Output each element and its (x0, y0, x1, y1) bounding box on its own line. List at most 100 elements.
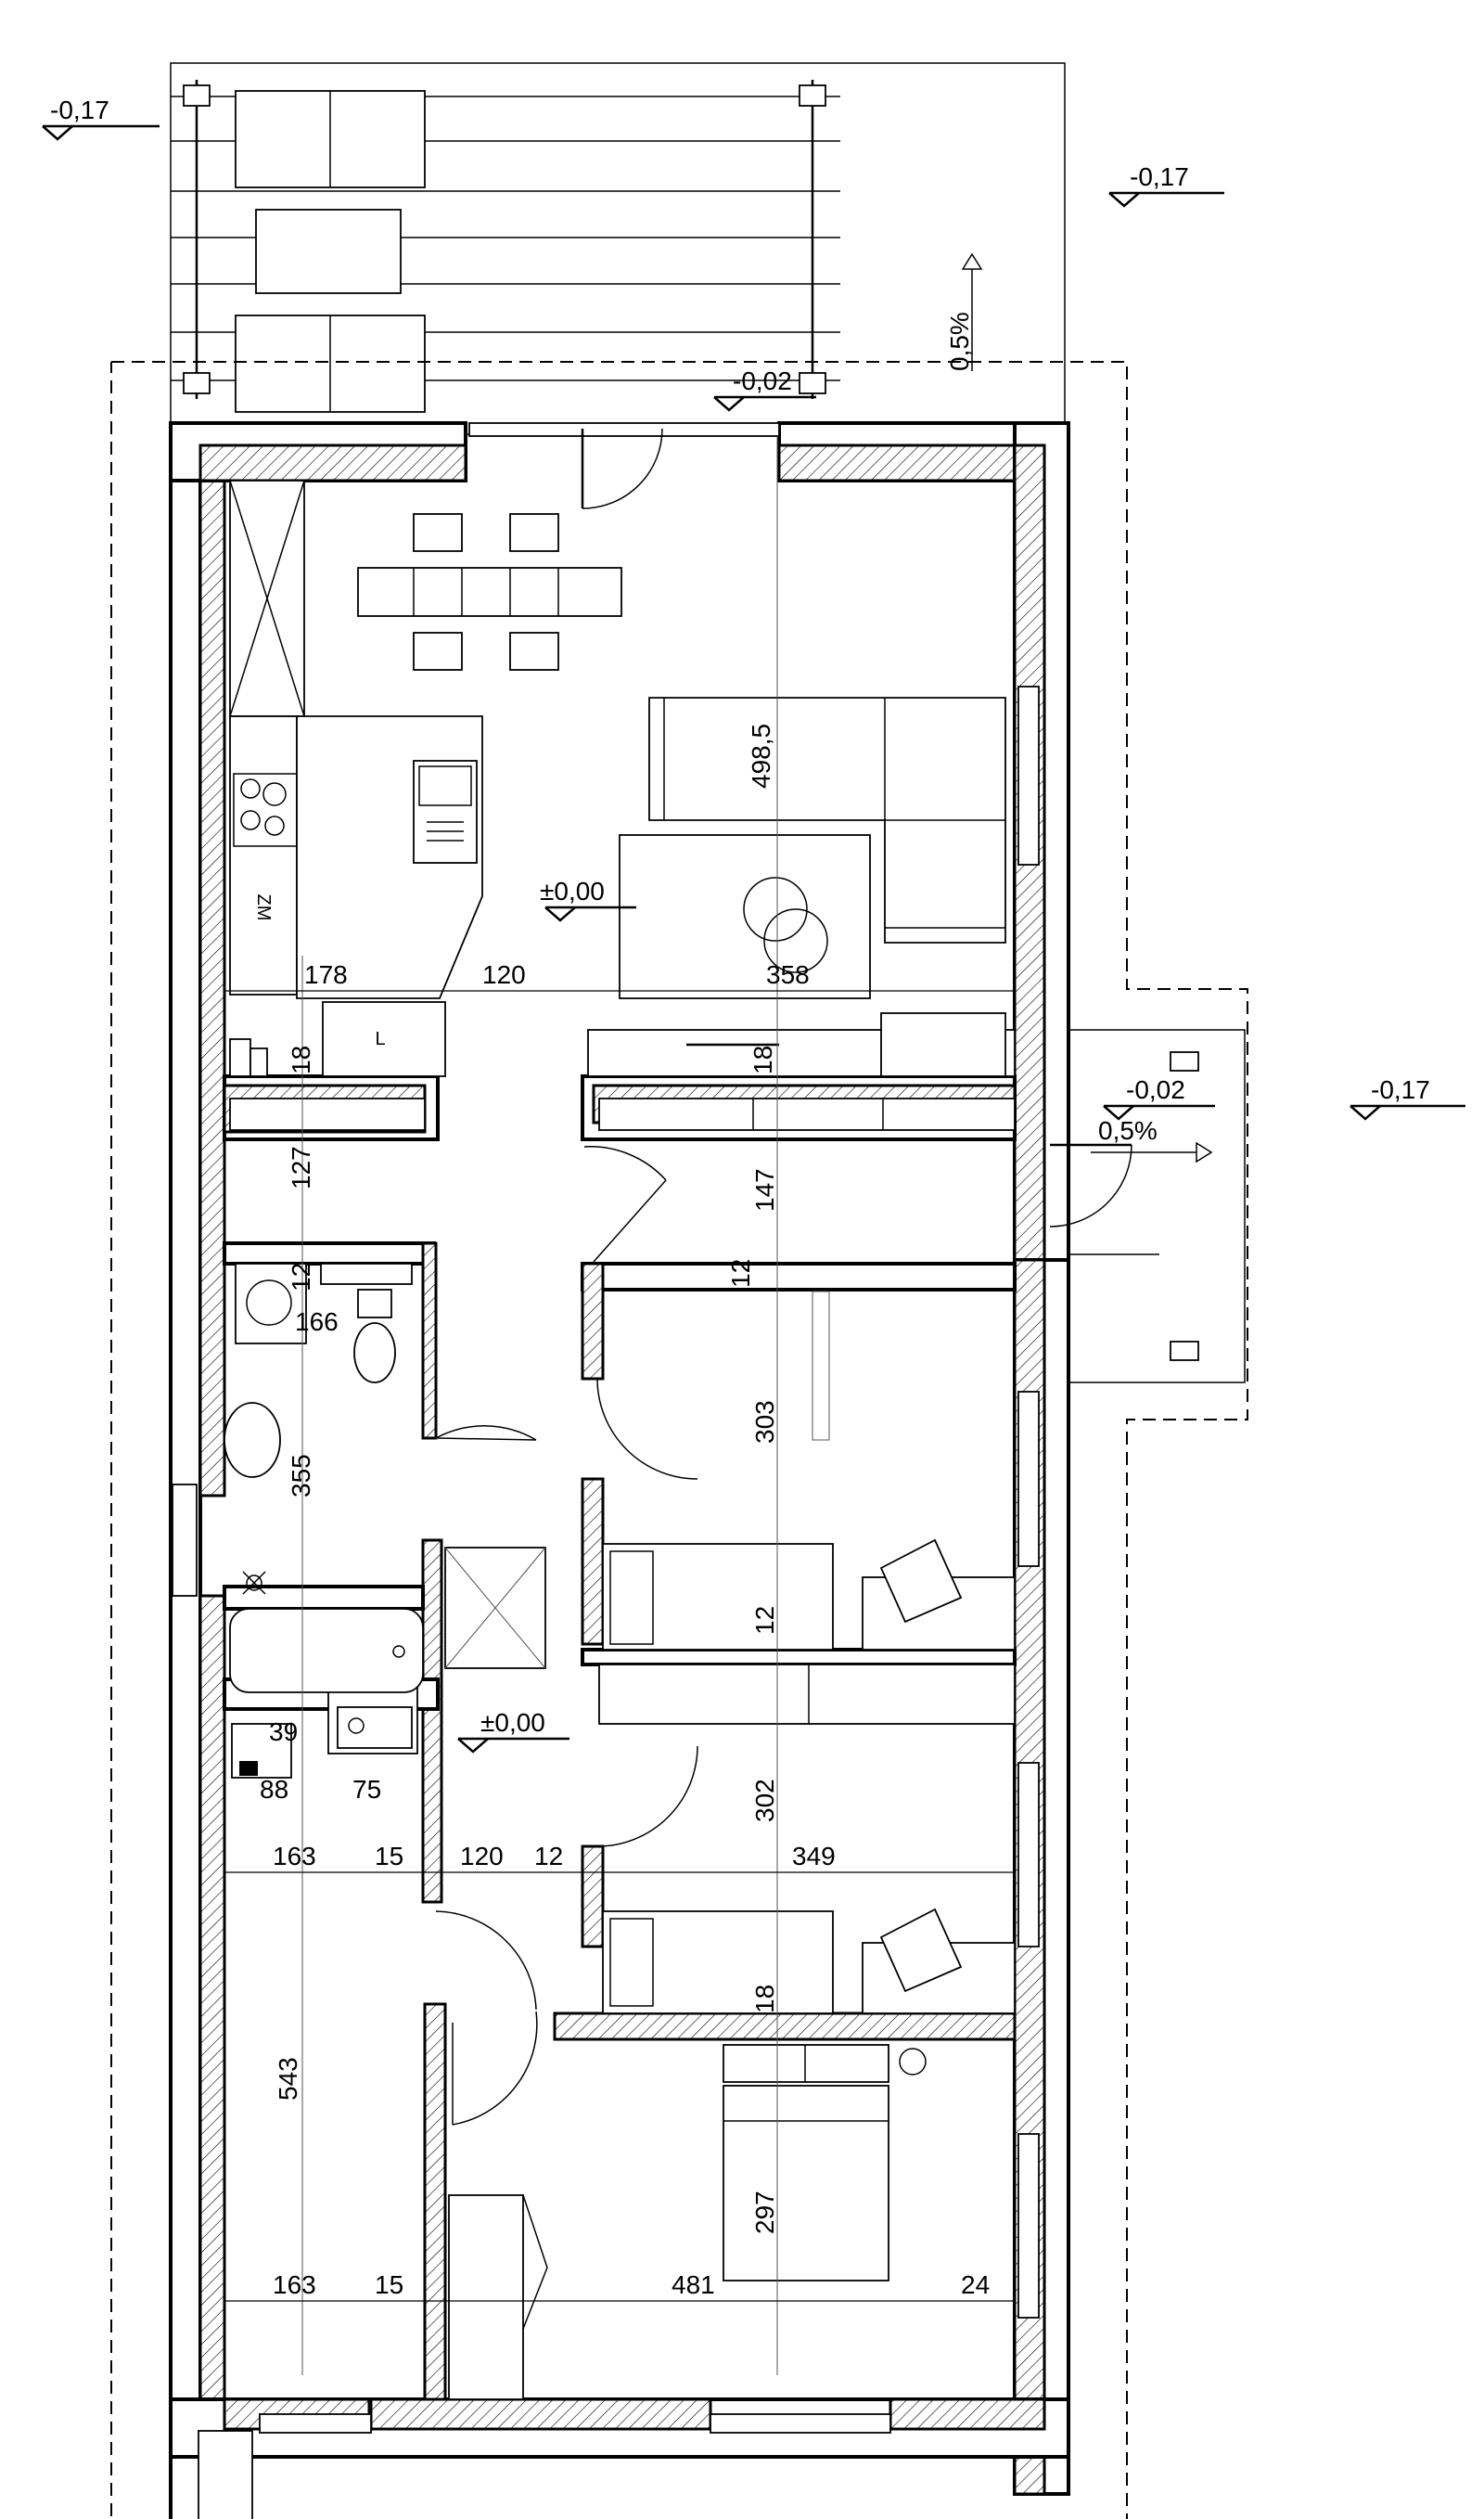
dim-wall-18b: 18 (748, 1046, 777, 1074)
porch-post (1170, 1341, 1199, 1361)
svg-text:±0,00: ±0,00 (540, 877, 605, 906)
dim-wall-15b: 15 (375, 2270, 403, 2299)
boiler (337, 1706, 413, 1749)
dim-closet-depth: 127 (287, 1146, 315, 1189)
dim-bedroom3-depth: 297 (750, 2191, 779, 2234)
sink (413, 760, 478, 864)
slope-terrace: 0,5% (945, 252, 983, 371)
bedroom-2 (602, 1908, 1016, 2014)
wardrobe (448, 2194, 524, 2400)
dim-kitchen-width: 178 (304, 960, 348, 989)
level-marker-terrace: -0,02 (713, 366, 816, 412)
level-marker-top-right: -0,17 (1108, 162, 1224, 208)
washbasin (224, 1402, 281, 1478)
dim-living-width: 358 (766, 960, 810, 989)
hob-burner (264, 816, 285, 836)
pergola-post (799, 84, 826, 107)
dimension-labels: 498,5 178 120 358 18 18 127 147 12 12 16… (260, 724, 990, 2299)
level-marker-living: ±0,00 (540, 877, 636, 922)
dim-wc-width: 166 (295, 1307, 339, 1336)
corner-sofa (648, 697, 1006, 944)
bed (602, 1910, 834, 2014)
svg-text:-0,02: -0,02 (1126, 1075, 1185, 1104)
dim-room-163a: 163 (273, 1842, 316, 1870)
bathtub (229, 1608, 424, 1693)
chair (413, 513, 463, 552)
coffee-table (763, 908, 828, 973)
dim-hall-top-width: 120 (482, 960, 526, 989)
dim-room-depth-543: 543 (274, 2057, 302, 2101)
dimension-lines (224, 990, 1015, 2302)
wardrobe (598, 1664, 1016, 1725)
bedroom-3 (448, 2044, 927, 2400)
pergola (170, 62, 1066, 435)
chair (509, 632, 559, 671)
bathroom (224, 1263, 546, 1779)
shelf (880, 1012, 1006, 1077)
dim-wall-15a: 15 (375, 1842, 403, 1870)
dim-bedroom3-width: 481 (672, 2270, 715, 2299)
dim-wall-12b: 12 (726, 1259, 755, 1288)
dim-living-depth: 498,5 (747, 724, 775, 789)
pergola-post (183, 372, 211, 394)
dim-hall-120: 120 (460, 1842, 504, 1870)
bed (602, 1543, 834, 1651)
double-bed (723, 2085, 889, 2281)
svg-text:±0,00: ±0,00 (480, 1708, 545, 1737)
dim-boiler-size: 39 (269, 1717, 298, 1746)
nightstand (723, 2044, 889, 2083)
dim-wall-18a: 18 (287, 1046, 315, 1074)
windows (172, 422, 1040, 2434)
svg-text:0,5%: 0,5% (1098, 1116, 1158, 1145)
entry-porch (1068, 1029, 1246, 1383)
cabinet-label: L (375, 1029, 385, 1049)
roof-outline (110, 361, 1248, 2519)
dim-utility-75: 75 (352, 1775, 381, 1804)
dim-utility-88: 88 (260, 1775, 288, 1804)
slope-entry: 0,5% (1091, 1116, 1213, 1163)
dim-bathroom-depth: 355 (287, 1454, 315, 1497)
dim-bedroom2-depth: 302 (750, 1779, 779, 1822)
guide-lines (301, 436, 778, 2375)
duct (249, 1047, 268, 1077)
svg-text:-0,02: -0,02 (733, 366, 792, 395)
toilet (353, 1322, 396, 1383)
dim-hall-depth: 147 (750, 1168, 779, 1212)
armchair (879, 1538, 963, 1624)
pergola-post (183, 84, 211, 107)
terrace-window (468, 422, 780, 437)
dining-table (357, 513, 622, 671)
dim-wall-24: 24 (961, 2270, 990, 2299)
dim-wall-18c: 18 (750, 1985, 779, 2013)
dim-wall-12c: 12 (750, 1606, 779, 1635)
dim-bedroom1-depth: 303 (750, 1400, 779, 1444)
kitchen-counter (229, 715, 298, 996)
dim-bedroom-width: 349 (792, 1842, 836, 1870)
level-marker-entry: -0,02 (1103, 1075, 1215, 1121)
pergola-post (799, 372, 826, 394)
hob-burner (240, 778, 261, 799)
hob-burner (240, 810, 261, 830)
level-marker-corridor: ±0,00 (457, 1708, 569, 1754)
dim-room-163b: 163 (273, 2270, 316, 2299)
bedroom-1 (598, 1538, 1016, 1725)
hall-wardrobes (229, 1098, 1016, 1441)
chair (413, 632, 463, 671)
hob-burner (262, 782, 287, 806)
porch-post (1170, 1051, 1199, 1072)
dim-wall-12d: 12 (534, 1842, 563, 1870)
svg-text:-0,17: -0,17 (1371, 1075, 1430, 1104)
dim-wall-12a: 12 (287, 1263, 315, 1292)
floor-drain-icon (242, 1571, 266, 1595)
kitchen: ZM L (229, 480, 483, 1077)
armchair (879, 1908, 963, 1993)
svg-text:0,5%: 0,5% (945, 312, 974, 371)
chair (509, 513, 559, 552)
fridge-label: ZM (253, 894, 274, 921)
living-area (587, 697, 1016, 1077)
svg-text:-0,17: -0,17 (50, 96, 109, 124)
svg-text:-0,17: -0,17 (1130, 162, 1189, 191)
duct (229, 1038, 251, 1077)
doors (435, 428, 1132, 2126)
